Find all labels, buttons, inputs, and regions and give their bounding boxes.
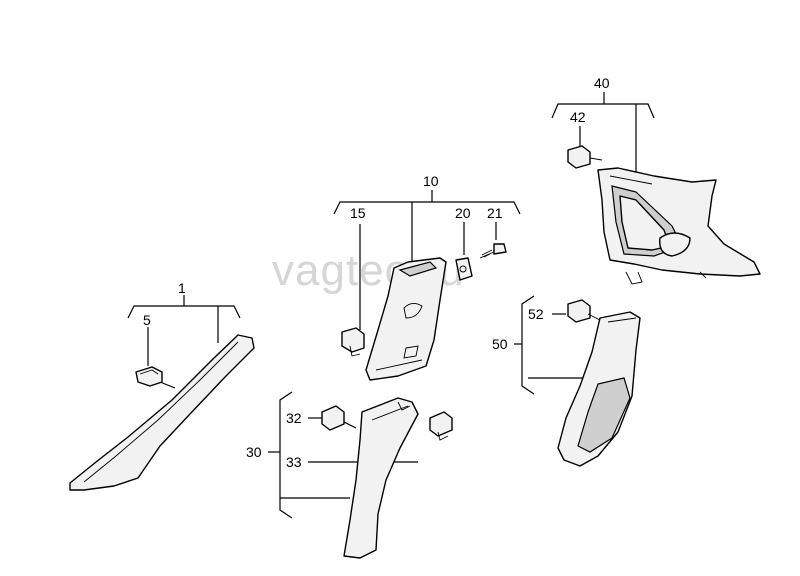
bracket-40 bbox=[551, 103, 655, 119]
label-21: 21 bbox=[487, 205, 503, 221]
b-pillar-upper-trim-10 bbox=[365, 257, 447, 381]
bracket-20 bbox=[455, 257, 473, 281]
group-10-b-pillar-upper: 10 15 20 21 bbox=[333, 173, 521, 381]
label-20: 20 bbox=[455, 205, 471, 221]
group-50-c-pillar-lower: 50 52 bbox=[492, 295, 641, 467]
bracket-30 bbox=[279, 391, 293, 519]
label-52: 52 bbox=[528, 306, 544, 322]
bracket-50 bbox=[521, 295, 535, 395]
label-1: 1 bbox=[178, 280, 186, 296]
group-30-b-pillar-lower: 30 32 33 bbox=[246, 391, 453, 559]
clip-5 bbox=[135, 366, 163, 387]
clip-32 bbox=[321, 405, 345, 431]
group-40-c-pillar-trim: 40 42 bbox=[551, 75, 761, 285]
label-15: 15 bbox=[350, 205, 366, 221]
label-40: 40 bbox=[594, 75, 610, 91]
label-10: 10 bbox=[423, 173, 439, 189]
clip-15 bbox=[341, 327, 365, 353]
label-30: 30 bbox=[246, 444, 262, 460]
label-33: 33 bbox=[286, 454, 302, 470]
screw-21 bbox=[479, 243, 507, 259]
clip-52 bbox=[567, 299, 591, 323]
label-50: 50 bbox=[492, 336, 508, 352]
b-pillar-lower-trim-30 bbox=[343, 397, 419, 559]
label-32: 32 bbox=[286, 410, 302, 426]
bracket-10 bbox=[333, 201, 521, 215]
clip-33 bbox=[429, 411, 453, 437]
clip-42 bbox=[567, 145, 591, 169]
label-5: 5 bbox=[143, 312, 151, 328]
a-pillar-trim-1 bbox=[69, 334, 255, 491]
group-1-a-pillar-trim: 1 5 bbox=[69, 280, 255, 491]
label-42: 42 bbox=[570, 109, 586, 125]
